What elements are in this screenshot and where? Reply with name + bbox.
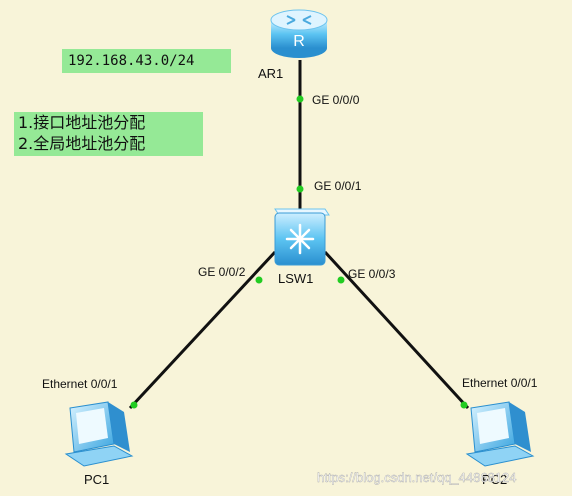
link-lsw1-pc1[interactable] [128,250,277,410]
subnet-note[interactable]: 192.168.43.0/24 [62,49,231,73]
pc1-icon[interactable] [64,401,134,467]
port-dot-pc2-eth [460,401,468,409]
port-label-ar1-ge000: GE 0/0/0 [312,93,360,107]
port-dot-lsw1-ge001 [296,185,304,193]
task-item-1: 1.接口地址池分配 [18,113,146,132]
port-label-lsw1-ge001: GE 0/0/1 [314,179,362,193]
task-item-2: 2.全局地址池分配 [18,134,146,153]
watermark: https://blog.csdn.net/qq_44868124 [317,470,517,485]
port-dot-ar1-ge000 [296,95,304,103]
router-icon[interactable]: R [270,9,328,58]
pc2-icon[interactable] [465,401,535,467]
port-dot-lsw1-ge003 [337,276,345,284]
l3-switch-icon[interactable] [274,208,330,266]
pc2-name-label: PC2 [482,472,507,487]
subnet-text: 192.168.43.0/24 [68,53,195,69]
router-name-label: AR1 [258,66,283,81]
port-dot-pc1-eth [130,401,138,409]
port-label-pc1-eth: Ethernet 0/0/1 [42,377,118,391]
port-label-lsw1-ge003: GE 0/0/3 [348,267,396,281]
task-note[interactable]: 1.接口地址池分配 2.全局地址池分配 [14,112,203,156]
port-dot-lsw1-ge002 [255,276,263,284]
router-glyph: R [293,33,305,50]
pc1-name-label: PC1 [84,472,109,487]
port-label-pc2-eth: Ethernet 0/0/1 [462,376,538,390]
switch-name-label: LSW1 [278,271,313,286]
link-lsw1-pc2[interactable] [323,250,470,410]
port-label-lsw1-ge002: GE 0/0/2 [198,265,246,279]
